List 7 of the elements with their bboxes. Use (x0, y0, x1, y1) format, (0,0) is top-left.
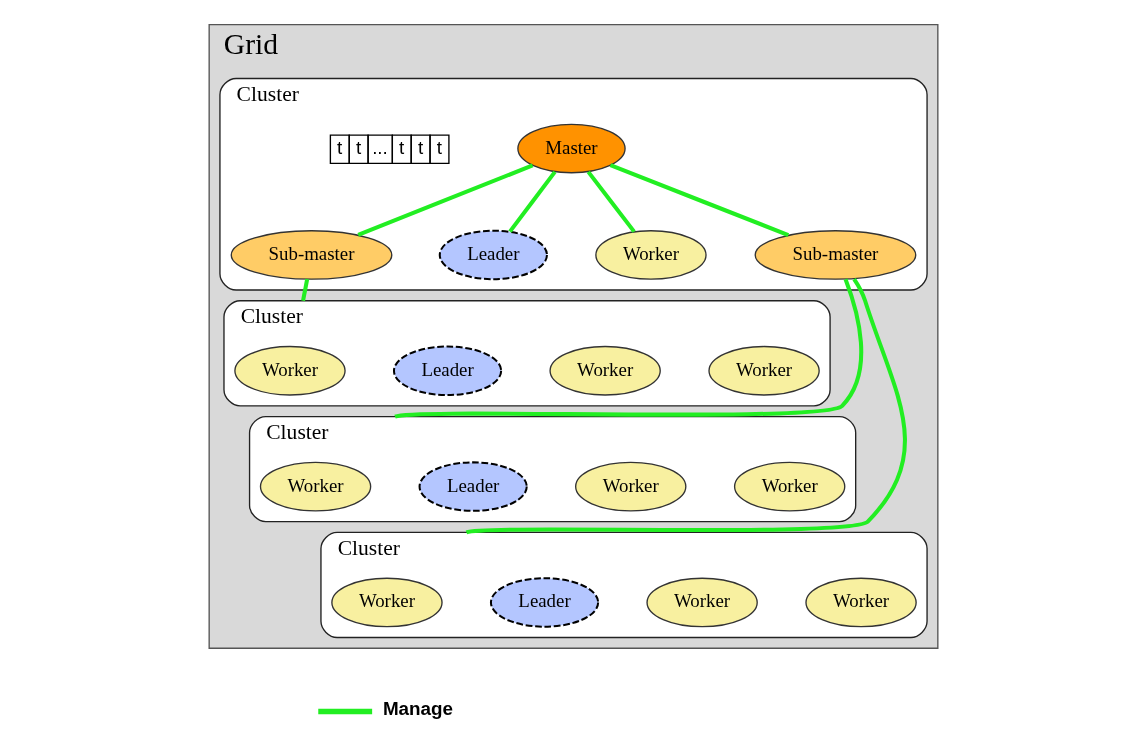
label: t (436, 137, 443, 159)
label: ... (372, 137, 388, 159)
label: t (337, 137, 343, 159)
label: t (355, 137, 362, 159)
label: t (399, 137, 405, 159)
legend-label: Manage (382, 698, 454, 720)
label: t (417, 137, 424, 159)
